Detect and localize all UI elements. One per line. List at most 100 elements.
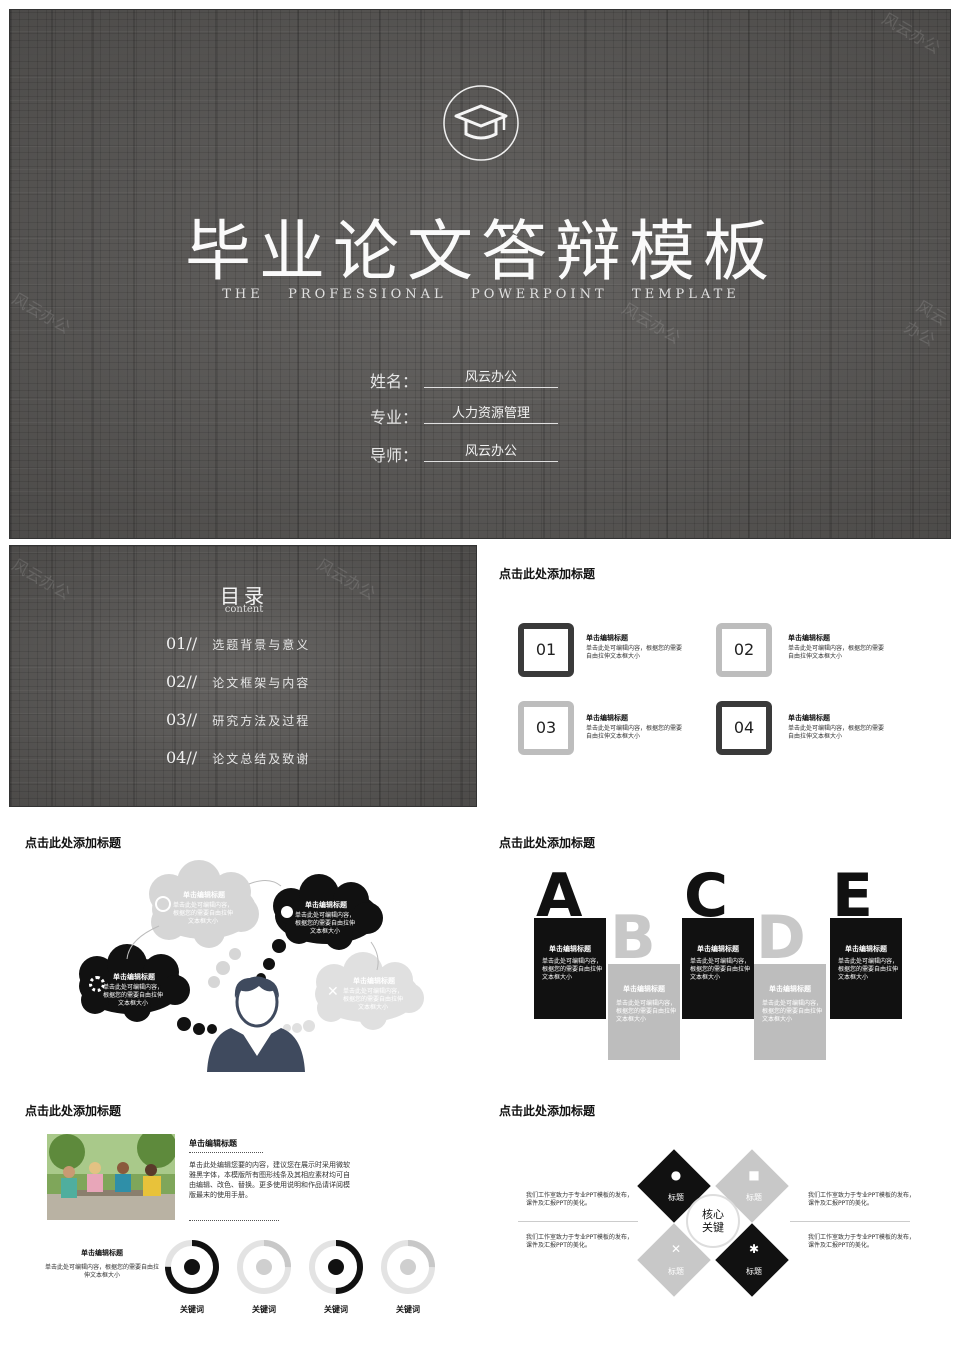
cloud-title: 单击编辑标题 [113, 973, 155, 981]
keyword-rings: 关键词关键词关键词关键词 [159, 1234, 449, 1324]
core-circle [686, 1194, 740, 1248]
toc-item-text: 选题背景与意义 [212, 638, 311, 652]
main-desc: 单击此处编辑您要的内容，建议您在展示时采用微软雅黑字体，本模版所有图形线条及其相… [189, 1161, 350, 1199]
letter-block-d: D 单击编辑标题 单击此处可编辑内容，根据您的需要自由拉伸文本框大小 [754, 908, 826, 1060]
side-text: 我们工作室致力于专业PPT模板的发布，课件及汇报PPT的美化。 [808, 1234, 915, 1249]
watermark: 风云办公 [618, 299, 684, 348]
letter: E [832, 861, 873, 931]
cloud-title: 单击编辑标题 [353, 977, 395, 985]
item-desc: 单击此处可编辑内容，根据您的需要自由拉伸文本框大小 [586, 645, 683, 660]
toc-item[interactable]: 01// 选题背景与意义 [166, 634, 366, 656]
cover-title: 毕业论文答辩模板 [185, 213, 777, 290]
letter-panel [534, 918, 606, 1019]
dotted-divider [189, 1220, 279, 1221]
field-value: 风云办公 [424, 366, 558, 388]
ring-icon [256, 1259, 272, 1275]
cover-slide: 风云办公 风云办公 风云办公 风云办公 毕业论文答辩模板 THE PROFESS… [9, 9, 951, 539]
thinking-slide: 点击此处添加标题 [9, 814, 477, 1076]
toc-item-number: 03// [166, 710, 198, 729]
side-desc: 单击此处可编辑内容，根据您的需要自由拉伸文本框大小 [45, 1264, 160, 1279]
toc-item-text: 论文框架与内容 [212, 676, 311, 690]
slide-heading: 点击此处添加标题 [25, 836, 122, 850]
core-label: 核心 关键 [702, 1208, 724, 1234]
diamond-label: 标题 [746, 1193, 762, 1202]
block-title: 单击编辑标题 [697, 945, 739, 953]
divider-line [790, 1221, 910, 1222]
diamond-label: 标题 [746, 1267, 762, 1276]
item-desc: 单击此处可编辑内容，根据您的需要自由拉伸文本框大小 [788, 645, 885, 660]
side-title: 单击编辑标题 [81, 1249, 123, 1257]
item-desc: 单击此处可编辑内容，根据您的需要自由拉伸文本框大小 [788, 725, 885, 740]
item-desc: 单击此处可编辑内容，根据您的需要自由拉伸文本框大小 [586, 725, 683, 740]
keyword-label: 关键词 [324, 1305, 348, 1314]
ring-icon [184, 1259, 200, 1275]
divider-line [518, 1221, 638, 1222]
toc-item[interactable]: 02// 论文框架与内容 [166, 672, 366, 694]
diamond-label: 标题 [668, 1193, 684, 1202]
number-label: 01 [524, 629, 568, 671]
tools-icon: ✕ [670, 1242, 682, 1256]
numbered-slide: 点击此处添加标题 01 单击编辑标题 单击此处可编辑内容，根据您的需要自由拉伸文… [484, 545, 952, 807]
toc-slide: 风云办公 风云办公 目录 content 01// 选题背景与意义 02// 论… [9, 545, 477, 807]
cover-subtitle: THE PROFESSIONAL POWERPOINT TEMPLATE [222, 287, 740, 302]
number-label: 02 [722, 629, 766, 671]
watermark: 风云办公 [878, 9, 944, 58]
graduation-cap-icon [442, 84, 520, 162]
toc-item-text: 论文总结及致谢 [212, 752, 311, 766]
toc-item-number: 04// [166, 748, 198, 767]
letter: C [684, 861, 729, 931]
letter-panel [754, 964, 826, 1060]
item-title: 单击编辑标题 [586, 634, 628, 642]
item-title: 单击编辑标题 [586, 714, 628, 722]
students-photo [47, 1134, 175, 1220]
gear-icon [89, 976, 105, 992]
side-text: 我们工作室致力于专业PPT模板的发布，课件及汇报PPT的美化。 [526, 1192, 633, 1207]
side-text: 我们工作室致力于专业PPT模板的发布，课件及汇报PPT的美化。 [808, 1192, 915, 1207]
block-title: 单击编辑标题 [845, 945, 887, 953]
letter-block-e: E 单击编辑标题 单击此处可编辑内容，根据您的需要自由拉伸文本框大小 [830, 866, 902, 1019]
slide-heading: 点击此处添加标题 [499, 1104, 596, 1118]
letters-slide: 点击此处添加标题 A 单击编辑标题 单击此处可编辑内容，根据您的需要自由拉伸文本… [484, 814, 952, 1076]
ring-progress [381, 1240, 435, 1294]
letter-block-b: B 单击编辑标题 单击此处可编辑内容，根据您的需要自由拉伸文本框大小 [608, 908, 680, 1060]
number-box-01: 01 [518, 623, 574, 677]
info-field-name: 姓名： 风云办公 [370, 366, 570, 392]
toc-item[interactable]: 04// 论文总结及致谢 [166, 748, 366, 770]
letter-panel [682, 918, 754, 1019]
toc-item-number: 01// [166, 634, 198, 653]
letter: D [756, 903, 806, 973]
toc-title: 目录 [220, 584, 268, 608]
toc-item[interactable]: 03// 研究方法及过程 [166, 710, 366, 732]
field-label: 导师： [370, 446, 419, 465]
palette-icon [281, 906, 293, 918]
block-desc: 单击此处可编辑内容，根据您的需要自由拉伸文本框大小 [542, 958, 603, 981]
ring-progress [237, 1240, 291, 1294]
info-field-major: 专业： 人力资源管理 [370, 402, 570, 428]
letter-panel [830, 918, 902, 1019]
info-field-advisor: 导师： 风云办公 [370, 440, 570, 466]
number-box-04: 04 [716, 701, 772, 755]
side-text: 我们工作室致力于专业PPT模板的发布，课件及汇报PPT的美化。 [526, 1234, 633, 1249]
ring-icon [400, 1259, 416, 1275]
block-title: 单击编辑标题 [549, 945, 591, 953]
gears-icon: ✱ [748, 1242, 760, 1256]
slide-heading: 点击此处添加标题 [25, 1104, 122, 1118]
field-value: 风云办公 [424, 440, 558, 462]
cloud-title: 单击编辑标题 [183, 891, 225, 899]
block-title: 单击编辑标题 [623, 985, 665, 993]
tools-icon: ✕ [327, 984, 339, 1000]
block-desc: 单击此处可编辑内容，根据您的需要自由拉伸文本框大小 [762, 1000, 823, 1023]
globe-icon [155, 896, 171, 912]
diamond-slide: 点击此处添加标题 我们工作室致力于专业PPT模板的发布，课件及汇报PPT的美化。… [484, 1084, 952, 1346]
slide-heading: 点击此处添加标题 [499, 836, 596, 850]
toc-item-number: 02// [166, 672, 198, 691]
keyword-label: 关键词 [180, 1305, 204, 1314]
ring-progress [309, 1240, 363, 1294]
field-label: 专业： [370, 408, 419, 427]
number-box-02: 02 [716, 623, 772, 677]
keyword-ring [381, 1240, 435, 1294]
keyword-ring [309, 1240, 363, 1294]
cloud-desc: 单击此处可编辑内容，根据您的需要自由拉伸文本框大小 [342, 988, 403, 1011]
block-title: 单击编辑标题 [769, 985, 811, 993]
letter-block-c: C 单击编辑标题 单击此处可编辑内容，根据您的需要自由拉伸文本框大小 [682, 866, 754, 1019]
